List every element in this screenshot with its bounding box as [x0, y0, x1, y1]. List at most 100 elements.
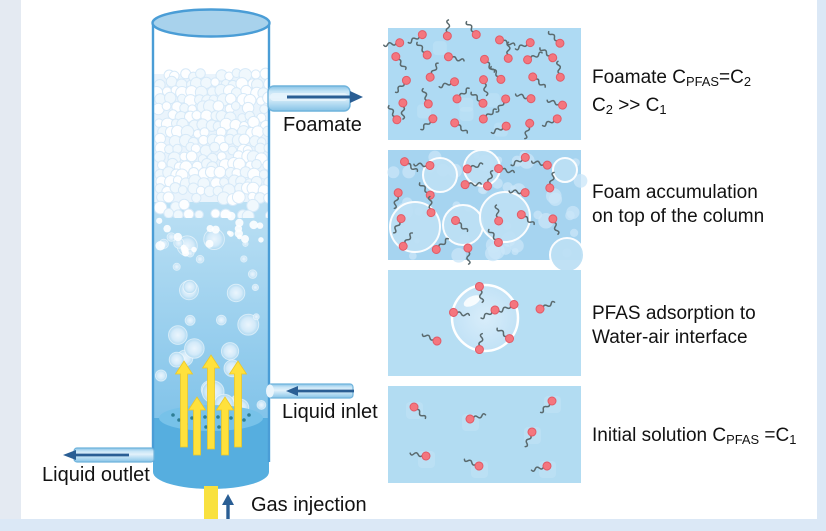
- gas-bubble: [251, 283, 259, 292]
- foam-bubble: [500, 244, 512, 255]
- foam-cell: [185, 150, 198, 163]
- pfas-molecule: [413, 160, 435, 170]
- foam-cell: [251, 158, 262, 170]
- pfas-molecule: [530, 461, 552, 472]
- pfas-molecule: [465, 413, 487, 424]
- pfas-molecule: [510, 152, 530, 167]
- foam-bubble: [502, 182, 513, 193]
- pfas-molecule: [478, 108, 497, 124]
- gas-bubble: [168, 325, 188, 345]
- panel-label-initial-solution: Initial solution CPFAS =C1: [592, 425, 797, 448]
- pfas-molecule: [451, 216, 469, 233]
- column-graphics: [63, 8, 363, 523]
- foam-bubble-outlined: [549, 237, 585, 273]
- pfas-molecule: [470, 91, 488, 108]
- foam-cell: [191, 110, 202, 121]
- inlet-junction: [266, 384, 274, 398]
- foam-cell: [156, 217, 163, 224]
- foam-bubble: [510, 185, 516, 191]
- foam-bubble: [409, 252, 417, 260]
- sparger-hole: [229, 416, 233, 420]
- foam-cell: [181, 246, 189, 254]
- foam-bubble: [573, 173, 588, 188]
- foam-cell: [183, 208, 195, 218]
- gas-injection-label: Gas injection: [251, 494, 367, 516]
- pfas-molecule: [409, 451, 431, 461]
- foam-cell: [263, 77, 268, 91]
- foam-cell: [230, 101, 241, 111]
- foam-cell: [191, 246, 197, 253]
- pfas-molecule: [555, 60, 565, 82]
- foam-cell: [250, 69, 261, 80]
- foam-bubble: [570, 228, 579, 237]
- foam-cell: [210, 77, 220, 87]
- gas-flow-arrow: [187, 396, 207, 456]
- pfas-molecule: [530, 160, 552, 170]
- foam-bubble-outlined: [479, 191, 531, 243]
- pfas-molecule: [524, 427, 537, 448]
- water-glint: [432, 41, 447, 56]
- pfas-molecule: [489, 65, 506, 84]
- gas-bubble: [195, 254, 205, 264]
- sparger-hole: [242, 418, 246, 422]
- foam-cell: [258, 169, 268, 180]
- gas-bubble: [184, 314, 196, 326]
- pfas-molecule: [539, 47, 558, 63]
- frame-left-strip: [0, 0, 21, 531]
- frame-right-strip: [817, 0, 826, 531]
- panel-graphics: [383, 19, 588, 483]
- foam-bubble: [511, 247, 519, 256]
- foamate-arrowhead: [350, 91, 363, 103]
- pfas-molecule: [474, 281, 485, 304]
- foam-cell: [205, 239, 214, 248]
- foam-cell: [259, 104, 268, 115]
- foam-bubble-outlined: [552, 157, 578, 183]
- foam-cell: [231, 190, 246, 205]
- pfas-molecule: [421, 333, 442, 346]
- pfas-molecule: [442, 19, 452, 41]
- panel-foamate-concentrate: [383, 19, 581, 140]
- gas-bubble: [226, 283, 246, 303]
- foam-bubble: [402, 165, 416, 179]
- pfas-molecule: [496, 327, 515, 344]
- pfas-molecule: [474, 332, 484, 355]
- pfas-molecule: [483, 170, 494, 191]
- pfas-molecule: [514, 38, 535, 51]
- bubble-highlight: [463, 295, 481, 307]
- pfas-molecule: [547, 30, 565, 48]
- gas-flow-arrow: [215, 396, 235, 456]
- foam-cell: [209, 141, 221, 153]
- pfas-molecule: [393, 188, 403, 210]
- foam-cell: [194, 209, 204, 218]
- pfas-molecule: [463, 243, 473, 265]
- pfas-molecule: [523, 51, 543, 65]
- pfas-molecule: [387, 104, 402, 125]
- sparger-hole: [203, 415, 207, 419]
- gas-flow-arrow: [201, 354, 221, 450]
- gas-flow-arrow: [174, 360, 194, 448]
- pfas-molecule: [421, 87, 433, 109]
- pfas-molecule: [392, 214, 406, 234]
- foam-cell: [228, 231, 234, 237]
- foam-cell: [249, 220, 258, 230]
- pfas-molecule: [535, 300, 556, 314]
- sparger-hole: [217, 425, 221, 429]
- pfas-molecule: [462, 162, 484, 174]
- sparger-hole: [177, 418, 181, 422]
- foam-cell: [191, 192, 202, 204]
- pfas-molecule: [494, 204, 504, 226]
- pfas-molecule: [465, 20, 481, 40]
- sparger-hole: [247, 413, 251, 417]
- gas-bubble: [237, 313, 260, 336]
- gas-bubble: [172, 262, 181, 271]
- foam-bubble: [387, 166, 400, 179]
- foam-cell: [163, 224, 171, 233]
- pfas-molecule: [398, 232, 414, 251]
- sparger-hole: [190, 416, 194, 420]
- pfas-molecule: [407, 30, 427, 44]
- foam-cell: [241, 209, 255, 218]
- foam-cell: [263, 142, 268, 154]
- foam-cell: [238, 133, 251, 146]
